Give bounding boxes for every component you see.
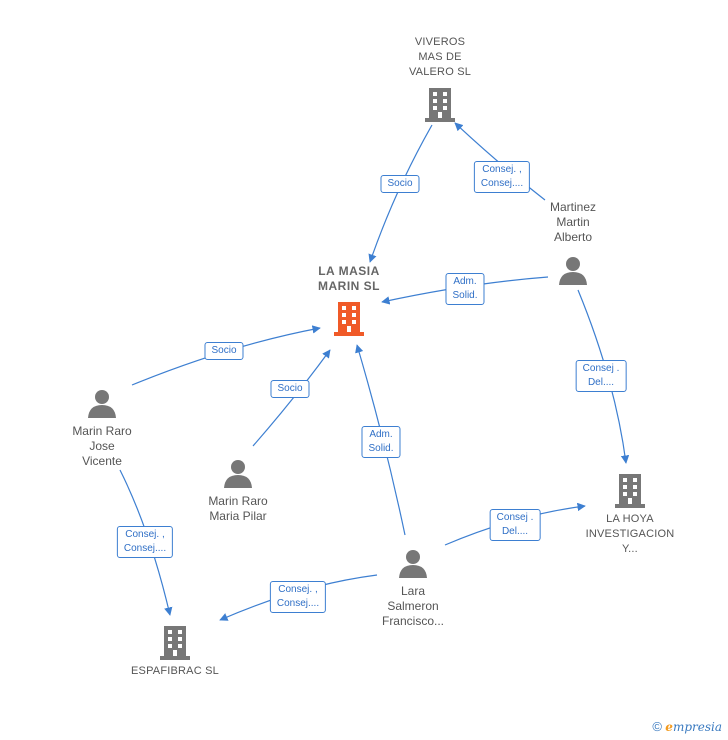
copyright-symbol: © — [652, 719, 662, 734]
person-icon — [559, 257, 587, 285]
node-lahoya[interactable]: LA HOYA INVESTIGACION Y... — [578, 472, 682, 557]
building-icon — [160, 626, 190, 660]
edge-label-jose-lamasia[interactable]: Socio — [204, 342, 244, 360]
node-espafibrac[interactable]: ESPAFIBRAC SL — [120, 624, 230, 679]
building-icon — [615, 474, 645, 508]
brand-logo-text: mpresia — [672, 720, 722, 734]
node-label: Lara Salmeron Francisco... — [381, 584, 444, 628]
node-label: LA HOYA INVESTIGACION Y... — [585, 513, 675, 555]
edge-label-lara-espafibrac[interactable]: Consej. , Consej.... — [269, 581, 327, 613]
node-label: Marin Raro Jose Vicente — [72, 424, 132, 468]
edge-label-jose-espafibrac[interactable]: Consej. , Consej.... — [116, 526, 174, 558]
node-marinraro-maria[interactable]: Marin Raro Maria Pilar — [193, 458, 283, 524]
edge-label-lara-lamasia[interactable]: Adm. Solid. — [361, 426, 401, 458]
node-viveros[interactable]: VIVEROS MAS DE VALERO SL — [395, 35, 485, 122]
building-icon — [425, 88, 455, 122]
node-martinez[interactable]: Martinez Martin Alberto — [533, 200, 613, 285]
person-icon — [224, 460, 252, 488]
node-marinraro-jose[interactable]: Marin Raro Jose Vicente — [57, 388, 147, 469]
footer-brand[interactable]: © empresia — [652, 719, 722, 734]
node-label: Marin Raro Maria Pilar — [208, 494, 268, 523]
edge-label-martinez-viveros[interactable]: Consej. , Consej.... — [473, 161, 531, 193]
person-icon — [88, 390, 116, 418]
brand-logo: empresia — [665, 720, 722, 734]
node-label: LA MASIA MARIN SL — [318, 264, 380, 293]
edge-label-martinez-lahoya[interactable]: Consej . Del.... — [575, 360, 627, 392]
node-label: ESPAFIBRAC SL — [131, 665, 219, 677]
edge-label-maria-lamasia[interactable]: Socio — [270, 380, 310, 398]
node-label: VIVEROS MAS DE VALERO SL — [408, 36, 472, 78]
edge-label-martinez-lamasia[interactable]: Adm. Solid. — [445, 273, 485, 305]
edge-label-viveros-lamasia[interactable]: Socio — [380, 175, 420, 193]
node-lara[interactable]: Lara Salmeron Francisco... — [368, 548, 458, 629]
node-lamasia[interactable]: LA MASIA MARIN SL — [305, 264, 393, 336]
person-icon — [399, 550, 427, 578]
building-icon — [334, 302, 364, 336]
brand-logo-e: e — [665, 720, 673, 734]
node-label: Martinez Martin Alberto — [549, 200, 596, 244]
edge-label-lara-lahoya[interactable]: Consej . Del.... — [489, 509, 541, 541]
edge-maria-lamasia — [252, 349, 331, 447]
edge-viveros-lamasia — [368, 124, 433, 263]
